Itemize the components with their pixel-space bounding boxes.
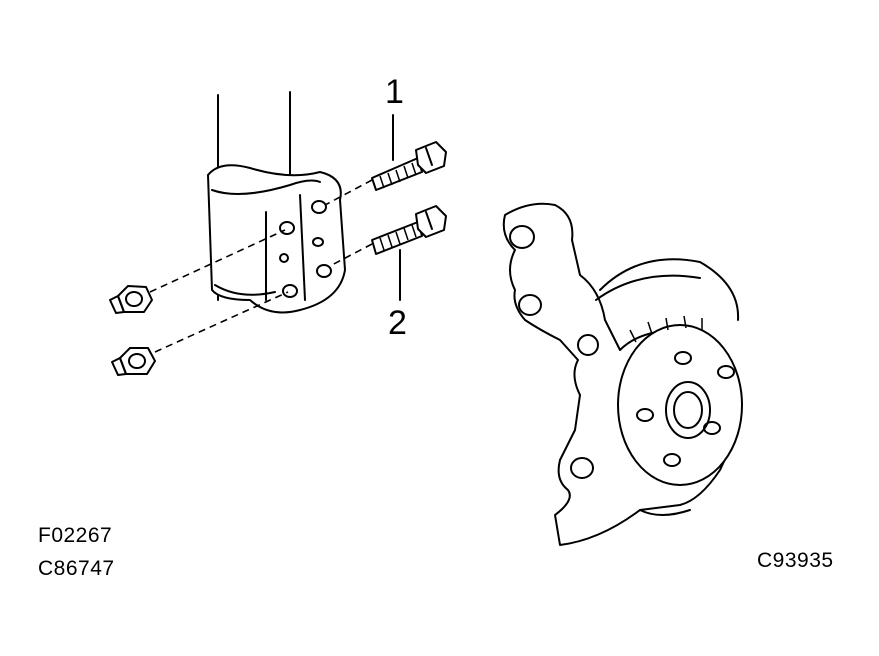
lower-nut (111, 347, 156, 376)
figure-code-c-right: C93935 (757, 549, 834, 572)
figure-code-f: F02267 (38, 524, 113, 547)
steering-knuckle (502, 202, 743, 546)
upper-bolt (371, 114, 447, 191)
callout-1: 1 (385, 73, 404, 111)
strut-assembly (207, 91, 346, 314)
figure-code-c-left: C86747 (38, 557, 115, 580)
alignment-lines (149, 179, 373, 353)
upper-nut (109, 285, 153, 314)
lower-bolt (371, 205, 447, 301)
callout-2: 2 (388, 304, 407, 342)
